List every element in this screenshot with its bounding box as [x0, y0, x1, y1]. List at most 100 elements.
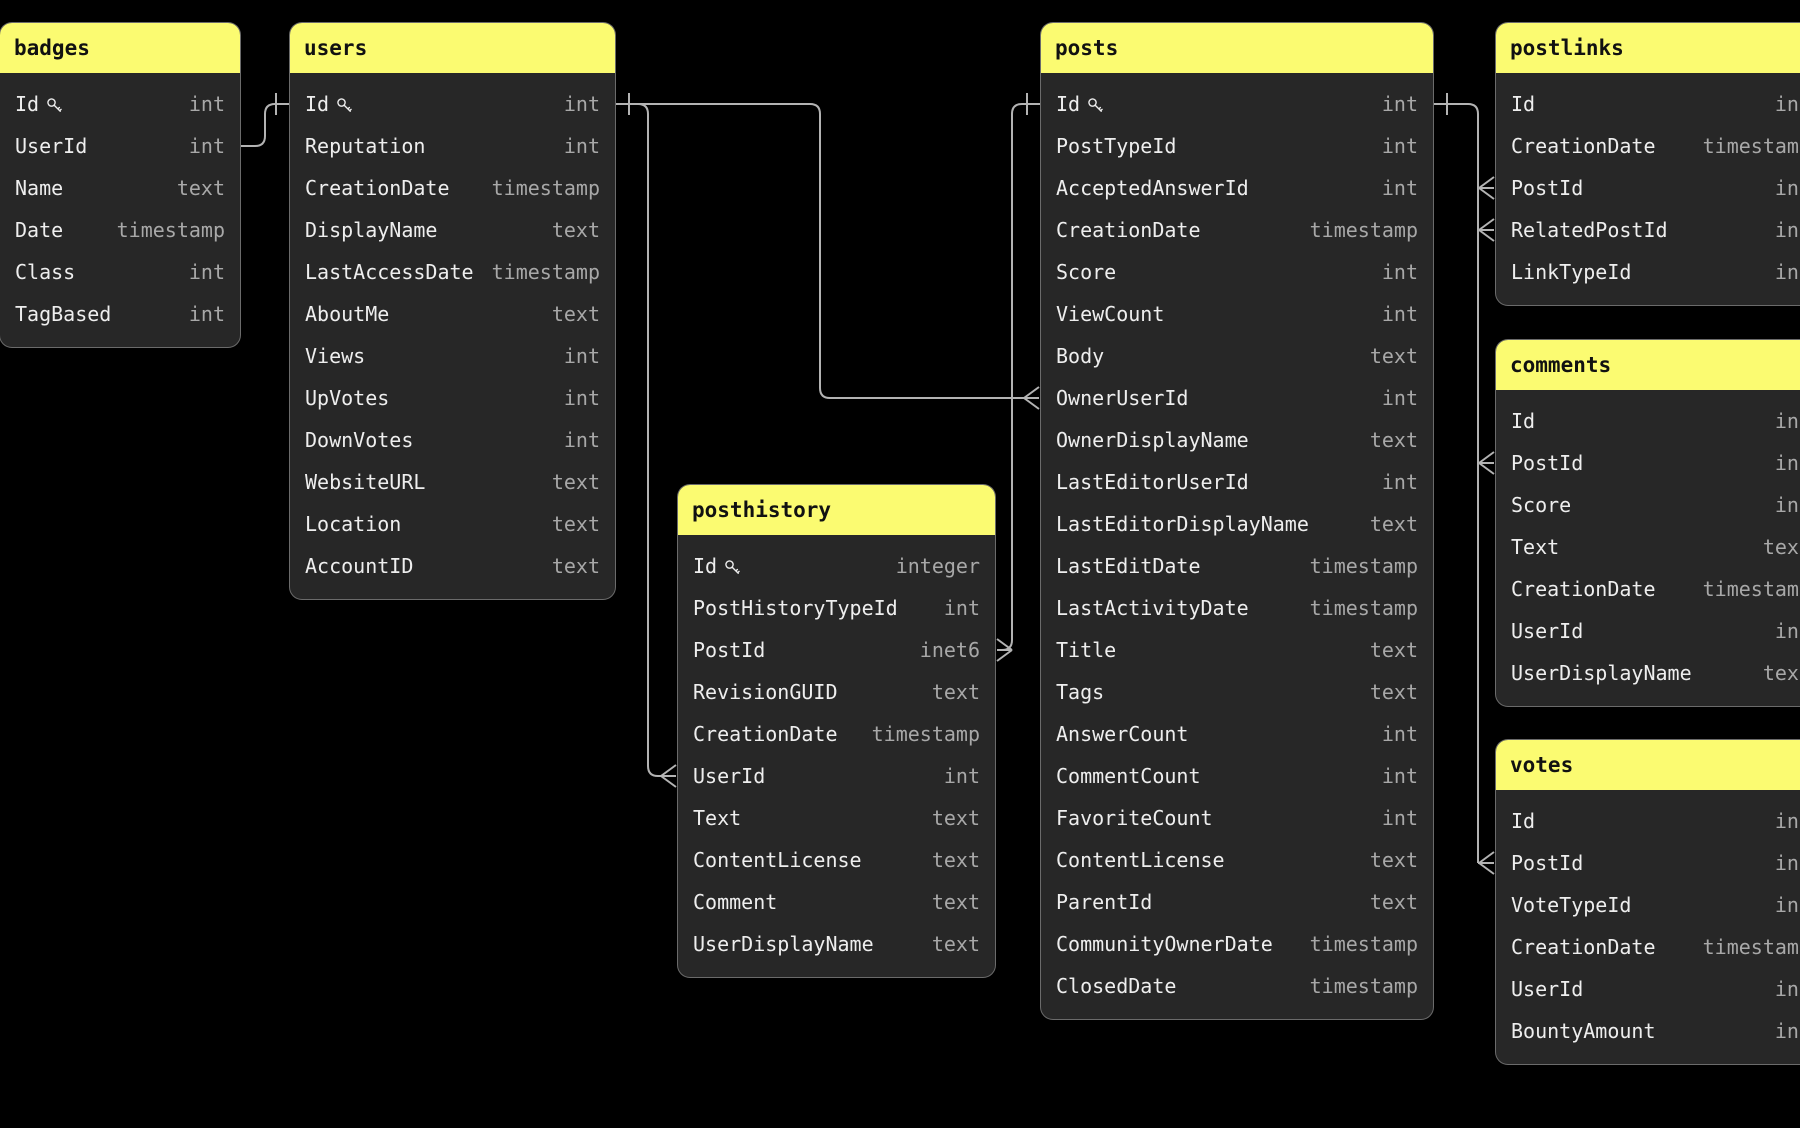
field-name: ContentLicense	[693, 848, 862, 872]
field-type: text	[551, 470, 600, 494]
field-name-wrapper: PostHistoryTypeId	[693, 596, 898, 620]
field-row[interactable]: BountyAmountint	[1496, 1010, 1800, 1052]
key-icon	[724, 559, 741, 576]
table-card-votes[interactable]: votesIdintPostIdintVoteTypeIdintCreation…	[1496, 740, 1800, 1064]
table-title-posthistory[interactable]: posthistory	[678, 485, 995, 535]
table-card-comments[interactable]: commentsIdintPostIdintScoreintTexttextCr…	[1496, 340, 1800, 706]
field-row[interactable]: PostIdint	[1496, 167, 1800, 209]
field-name: Id	[15, 92, 40, 116]
table-title-comments[interactable]: comments	[1496, 340, 1800, 390]
field-name-wrapper: AboutMe	[305, 302, 389, 326]
field-name-wrapper: ParentId	[1056, 890, 1152, 914]
table-title-users[interactable]: users	[290, 23, 615, 73]
field-name: Id	[693, 554, 718, 578]
field-name-wrapper: CommentCount	[1056, 764, 1201, 788]
field-name: Body	[1056, 344, 1105, 368]
field-name: OwnerUserId	[1056, 386, 1189, 410]
table-title-postlinks[interactable]: postlinks	[1496, 23, 1800, 73]
field-row[interactable]: PostIdint	[1496, 442, 1800, 484]
field-row[interactable]: RelatedPostIdint	[1496, 209, 1800, 251]
table-title-votes[interactable]: votes	[1496, 740, 1800, 790]
field-type: text	[931, 680, 980, 704]
table-title-posts[interactable]: posts	[1041, 23, 1433, 73]
field-row[interactable]: LinkTypeIdint	[1496, 251, 1800, 293]
field-name: BountyAmount	[1511, 1019, 1656, 1043]
field-row[interactable]: PostIdint	[1496, 842, 1800, 884]
field-name: Tags	[1056, 680, 1105, 704]
table-title-badges[interactable]: badges	[0, 23, 240, 73]
table-card-postlinks[interactable]: postlinksIdintCreationDatetimestampPostI…	[1496, 23, 1800, 305]
field-type: int	[1774, 893, 1800, 917]
field-name-wrapper: Comment	[693, 890, 777, 914]
field-name: UserId	[1511, 977, 1584, 1001]
field-row[interactable]: VoteTypeIdint	[1496, 884, 1800, 926]
